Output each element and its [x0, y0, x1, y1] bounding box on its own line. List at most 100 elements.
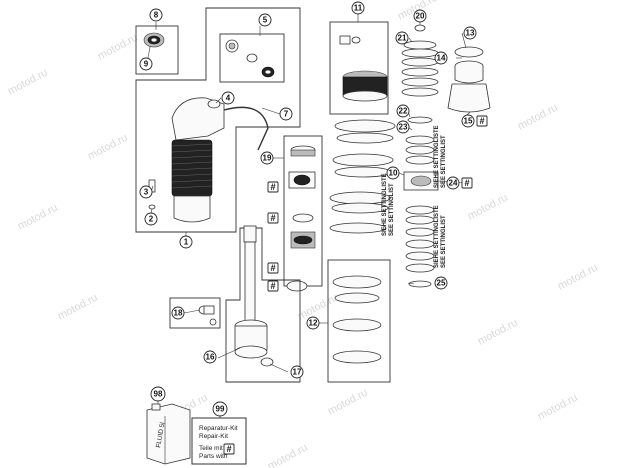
callout-5: 5	[258, 13, 272, 27]
hash-marker: #	[461, 177, 473, 189]
svg-text:7: 7	[284, 110, 289, 119]
group-setting-list-column	[401, 24, 439, 288]
svg-text:#: #	[270, 182, 275, 192]
callout-17: 17	[290, 365, 304, 379]
setting-list-de: SIEHE SETTINGLISTE	[382, 173, 388, 236]
callout-19: 19	[260, 151, 274, 165]
hash-marker: #	[267, 181, 279, 193]
group-spring-plates	[329, 119, 396, 234]
watermark: motod.ru	[326, 387, 370, 418]
hash-marker: #	[267, 280, 279, 292]
svg-text:21: 21	[398, 34, 407, 43]
watermark: motod.ru	[86, 132, 130, 163]
svg-text:13: 13	[466, 29, 475, 38]
repair-kit-line1: Reparatur-Kit	[199, 425, 238, 432]
watermark: motod.ru	[266, 442, 310, 468]
watermark: motod.ru	[556, 262, 600, 293]
watermark: motod.ru	[296, 292, 340, 323]
hash-marker: #	[476, 115, 488, 127]
watermark: motod.ru	[476, 317, 520, 348]
repair-kit-line2: Repair-Kit	[199, 433, 228, 440]
svg-text:17: 17	[293, 368, 302, 377]
callout-20: 20	[413, 9, 427, 23]
svg-text:22: 22	[399, 107, 408, 116]
svg-text:#: #	[479, 116, 484, 126]
group-18-bolt	[169, 297, 221, 329]
callout-22: 22	[396, 104, 410, 118]
svg-text:#: #	[464, 178, 469, 188]
svg-text:24: 24	[449, 179, 458, 188]
svg-text:#: #	[270, 281, 275, 291]
watermark: motod.ru	[56, 292, 100, 323]
svg-text:4: 4	[226, 94, 231, 103]
callout-14: 14	[434, 51, 448, 65]
callout-2: 2	[144, 212, 158, 226]
group-11-preload-adjuster	[329, 21, 389, 115]
repair-kit-line4: Parts with	[199, 453, 228, 460]
group-5-seals	[219, 33, 285, 83]
watermark: motod.ru	[466, 192, 510, 223]
callout-8: 8	[149, 8, 163, 22]
svg-text:1: 1	[184, 238, 189, 247]
group-99-repair-kit: Reparatur-Kit Repair-Kit Teile mit Parts…	[191, 417, 247, 465]
group-13-15-cap	[447, 46, 491, 113]
shock-absorber-outline	[135, 7, 301, 233]
repair-kit-line3: Teile mit	[199, 445, 223, 452]
svg-text:8: 8	[154, 11, 159, 20]
hash-marker: #	[267, 212, 279, 224]
callout-12: 12	[306, 316, 320, 330]
svg-text:99: 99	[216, 405, 225, 414]
watermark: motod.ru	[96, 32, 140, 63]
svg-text:98: 98	[154, 390, 163, 399]
svg-text:20: 20	[416, 12, 425, 21]
callout-99: 99	[212, 401, 228, 417]
watermark: motod.ru	[516, 102, 560, 133]
svg-text:15: 15	[464, 117, 473, 126]
svg-text:18: 18	[174, 309, 183, 318]
callout-25: 25	[434, 276, 448, 290]
svg-text:23: 23	[399, 123, 408, 132]
setting-list-en: SEE SETTINGLIST	[441, 215, 447, 268]
callout-1: 1	[179, 235, 193, 249]
callout-23: 23	[396, 120, 410, 134]
svg-text:9: 9	[144, 60, 149, 69]
callout-15: 15	[461, 114, 475, 128]
setting-list-de: SIEHE SETTINGLISTE	[434, 205, 440, 268]
callout-7: 7	[279, 107, 293, 121]
hash-marker: #	[223, 443, 235, 455]
watermark: motod.ru	[16, 202, 60, 233]
setting-list-en: SEE SETTINGLIST	[389, 183, 395, 236]
svg-text:14: 14	[437, 54, 446, 63]
callout-24: 24	[446, 176, 460, 190]
svg-text:#: #	[226, 444, 231, 454]
callout-98: 98	[150, 386, 166, 402]
callout-13: 13	[463, 26, 477, 40]
svg-text:16: 16	[206, 353, 215, 362]
callout-4: 4	[221, 91, 235, 105]
callout-9: 9	[139, 57, 153, 71]
svg-text:#: #	[270, 213, 275, 223]
svg-text:19: 19	[263, 154, 272, 163]
callout-21: 21	[395, 31, 409, 45]
setting-list-notes: SIEHE SETTINGLISTE SEE SETTINGLIST SIEHE…	[382, 125, 447, 268]
svg-text:5: 5	[263, 16, 268, 25]
group-12-bumper-stop	[327, 259, 391, 383]
setting-list-de: SIEHE SETTINGLISTE	[434, 125, 440, 188]
group-19-valve-stack	[283, 135, 323, 292]
hash-marker: #	[267, 262, 279, 274]
callout-11: 11	[351, 1, 365, 15]
callout-3: 3	[139, 185, 153, 199]
callout-18: 18	[171, 306, 185, 320]
callout-16: 16	[203, 350, 217, 364]
callout-10: 10	[386, 166, 400, 180]
group-bearing-8-9	[135, 25, 179, 75]
svg-text:25: 25	[437, 279, 446, 288]
setting-list-en: SEE SETTINGLIST	[441, 135, 447, 188]
svg-text:#: #	[270, 263, 275, 273]
watermark: motod.ru	[6, 67, 50, 98]
svg-text:12: 12	[309, 319, 318, 328]
fluid-can-label: FLUID 5l	[155, 421, 166, 448]
group-98-fluid-can: FLUID 5l	[146, 403, 191, 465]
svg-text:2: 2	[149, 215, 154, 224]
